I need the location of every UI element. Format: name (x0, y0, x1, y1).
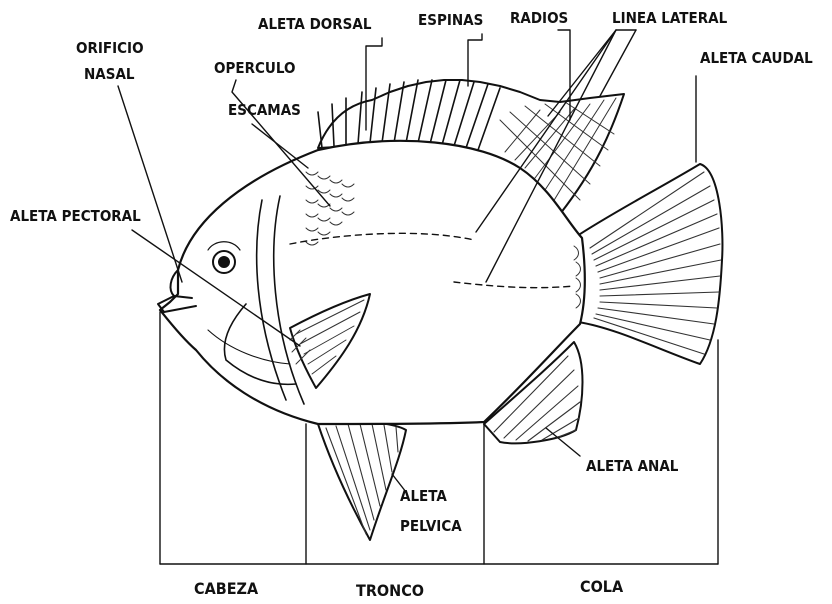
label-operculo: OPERCULO (214, 58, 295, 79)
label-radios: RADIOS (510, 8, 568, 29)
section-label-cabeza: CABEZA (194, 578, 258, 599)
label-aleta-pelvica-line2: PELVICA (400, 516, 462, 537)
section-label-tronco: TRONCO (356, 580, 424, 601)
label-escamas: ESCAMAS (228, 100, 301, 121)
label-aleta-pectoral: ALETA PECTORAL (10, 206, 141, 227)
label-linea-lateral: LINEA LATERAL (612, 8, 727, 29)
label-aleta-pelvica-line1: ALETA (400, 486, 447, 507)
label-aleta-caudal: ALETA CAUDAL (700, 48, 813, 69)
caudal-fin (574, 164, 722, 364)
section-label-cola: COLA (580, 576, 623, 597)
label-orificio-nasal-line1: ORIFICIO (76, 38, 144, 59)
label-espinas: ESPINAS (418, 10, 483, 31)
label-aleta-anal: ALETA ANAL (586, 456, 678, 477)
fish-body (160, 141, 585, 424)
pelvic-fin (318, 422, 406, 540)
label-orificio-nasal-line2: NASAL (84, 64, 135, 85)
label-aleta-dorsal: ALETA DORSAL (258, 14, 371, 35)
